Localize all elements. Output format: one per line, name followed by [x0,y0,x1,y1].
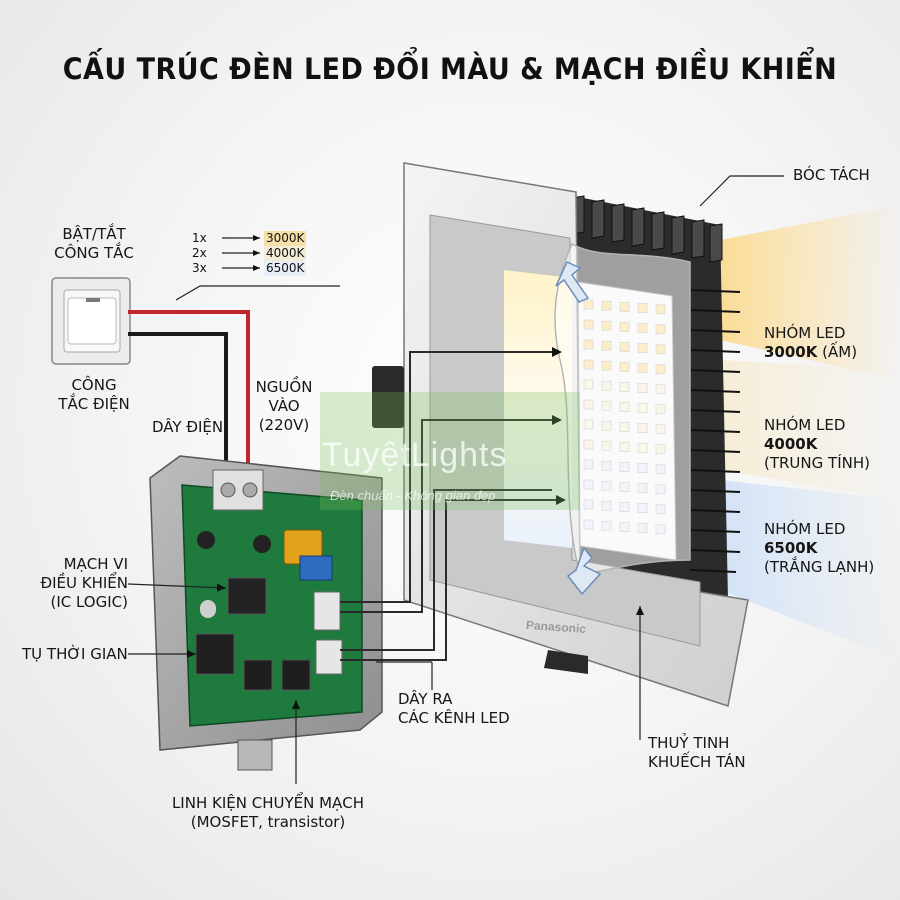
press-label-2: 2x [192,246,207,260]
label-wire: DÂY ĐIỆN [152,418,224,436]
watermark-brand: TuyệtLights [322,436,508,474]
page-title: CẤU TRÚC ĐÈN LED ĐỔI MÀU & MẠCH ĐIỀU KHI… [62,52,838,86]
red-wire [128,310,250,470]
watermark-tagline: Đèn chuẩn - Không gian đẹp [330,488,496,503]
arrow-head-4000 [552,415,562,425]
led-connector-2 [315,639,343,675]
press-label-1: 1x [192,231,207,245]
cool-light-beam [720,480,900,660]
led-group-4000k: NHÓM LED 4000K (TRUNG TÍNH) [764,416,870,472]
wall-switch [51,277,131,365]
mcu-ic [227,577,267,615]
callout-lines [127,175,784,784]
black-wire [128,332,228,470]
press-temp-3: 6500K [264,261,307,276]
press-label-3: 3x [192,261,207,275]
label-peel: BÓC TÁCH [793,166,870,184]
mosfet-1 [243,659,273,691]
label-timer-capacitor: TỤ THỜI GIAN [22,645,128,663]
arrow-head-3000 [552,347,562,357]
led-channel-wires [340,351,556,661]
press-temp-2: 4000K [264,246,307,261]
warm-light-beam [720,205,900,380]
led-connector-1 [313,591,341,631]
control-box [149,455,383,771]
peel-direction-arrows [555,261,602,596]
mosfet-2 [281,659,311,691]
press-temp-1: 3000K [264,231,307,246]
arrow-head-6500 [556,495,566,505]
timer-capacitor [195,633,235,675]
led-group-3000k: NHÓM LED 3000K (ẤM) [764,324,858,361]
neutral-light-beam [720,360,900,500]
led-group-6500k: NHÓM LED 6500K (TRẮNG LẠNH) [764,520,875,576]
mounting-clip-bottom [544,650,588,674]
mounting-clip-left [372,366,404,428]
label-switching-components: LINH KIỆN CHUYỂN MẠCH(MOSFET, transistor… [171,794,365,831]
